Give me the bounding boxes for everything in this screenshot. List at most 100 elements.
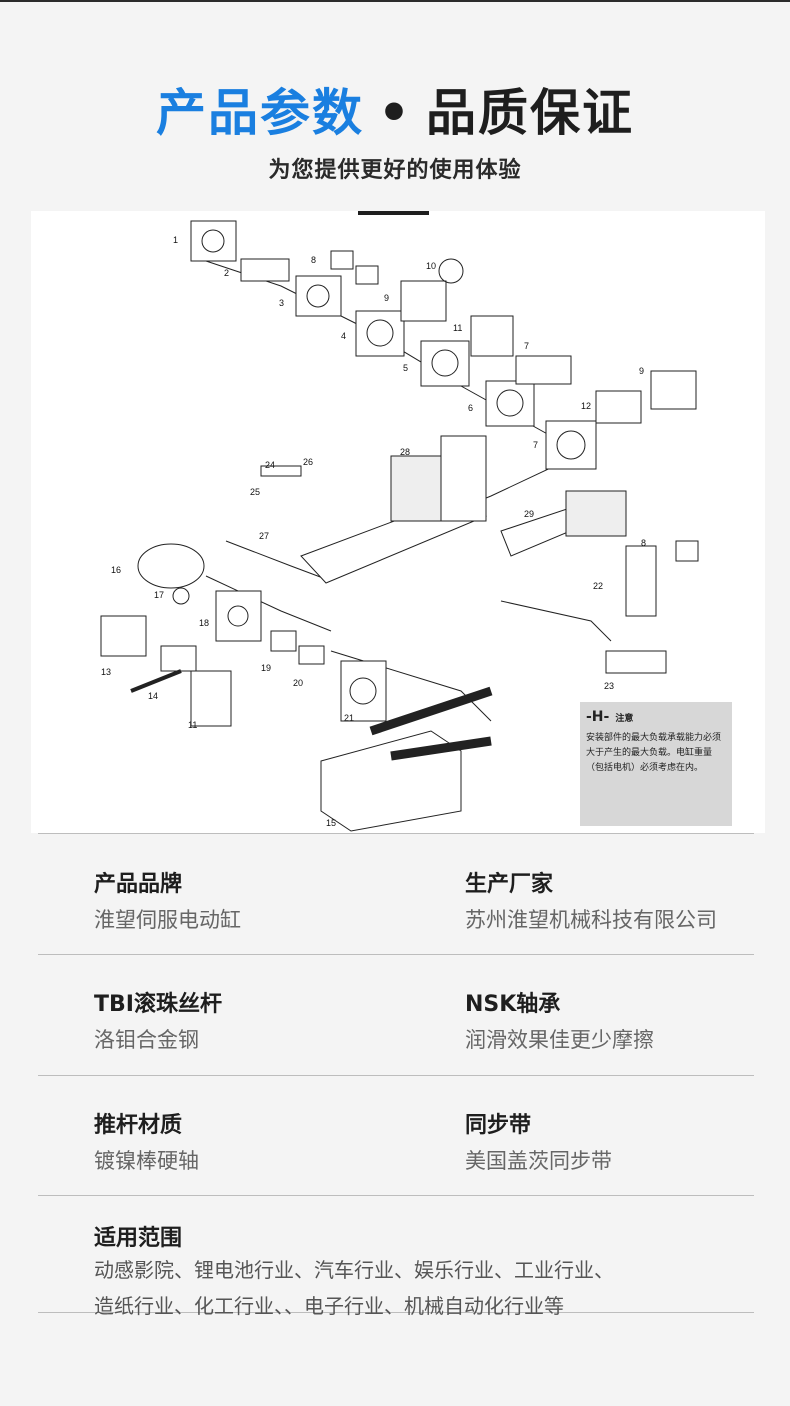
exploded-parts-diagram: 1 2 3 8 9 10 4 11 5 7 9 6 12 7 28 24 26 … xyxy=(31,211,765,833)
spec-label: 同步带 xyxy=(465,1113,532,1138)
part-label: 20 xyxy=(293,678,303,688)
spec-value: 淮望伺服电动缸 xyxy=(94,908,241,932)
spec-value: 镀镍棒硬轴 xyxy=(94,1149,199,1173)
part-15-block xyxy=(320,730,462,832)
part-label: 10 xyxy=(426,261,436,271)
part-7a-shape xyxy=(515,355,572,385)
spec-timing-belt: 同步带 美国盖茨同步带 xyxy=(465,1107,612,1175)
part-label: 2 xyxy=(224,268,229,278)
spec-value: 润滑效果佳更少摩擦 xyxy=(465,1028,654,1052)
part-label: 8 xyxy=(641,538,646,548)
part-17-shape xyxy=(172,587,190,605)
part-19-shape xyxy=(270,630,297,652)
part-label: 13 xyxy=(101,667,111,677)
part-label: 7 xyxy=(533,440,538,450)
part-label: 3 xyxy=(279,298,284,308)
note-heading-small: 注意 xyxy=(615,714,634,724)
part-18-shape xyxy=(215,590,262,642)
part-1-shape xyxy=(190,220,237,262)
note-heading: -H- 注意 xyxy=(586,710,726,727)
part-label: 19 xyxy=(261,663,271,673)
part-label: 9 xyxy=(384,293,389,303)
part-11b-shape xyxy=(190,670,232,727)
part-label: 5 xyxy=(403,363,408,373)
part-6-shape xyxy=(485,380,535,427)
part-label: 8 xyxy=(311,255,316,265)
title-dot: • xyxy=(378,84,412,142)
page-subtitle: 为您提供更好的使用体验 xyxy=(268,158,522,183)
part-label: 7 xyxy=(524,341,529,351)
part-29-motor xyxy=(565,490,627,537)
part-label: 15 xyxy=(326,818,336,828)
part-21-shape xyxy=(340,660,387,722)
part-label: 6 xyxy=(468,403,473,413)
part-label: 4 xyxy=(341,331,346,341)
part-label: 26 xyxy=(303,457,313,467)
spec-value: 洛钼合金钢 xyxy=(94,1028,199,1052)
spec-divider xyxy=(38,833,754,834)
part-label: 29 xyxy=(524,509,534,519)
spec-divider xyxy=(38,954,754,955)
note-text: 安装部件的最大负载承载能力必须大于产生的最大负载。电缸重量（包括电机）必须考虑在… xyxy=(586,733,722,773)
spec-label: TBI滚珠丝杆 xyxy=(94,992,222,1017)
spec-label: 产品品牌 xyxy=(94,872,183,897)
part-12-shape xyxy=(595,390,642,424)
guide-line-left xyxy=(225,540,332,582)
diagram-drawing: 1 2 3 8 9 10 4 11 5 7 9 6 12 7 28 24 26 … xyxy=(100,220,699,832)
spec-label: 生产厂家 xyxy=(465,872,554,897)
spec-divider xyxy=(38,1075,754,1076)
spec-value: 苏州淮望机械科技有限公司 xyxy=(465,908,717,932)
part-label: 27 xyxy=(259,531,269,541)
spec-divider xyxy=(38,1312,754,1313)
spec-label: 推杆材质 xyxy=(94,1113,183,1138)
part-7b-shape xyxy=(545,420,597,470)
title-dark-part: 品质保证 xyxy=(425,84,634,142)
part-4-shape xyxy=(355,310,405,357)
part-20-shape xyxy=(298,645,325,665)
part-10-shape xyxy=(400,280,447,322)
spec-manufacturer: 生产厂家 苏州淮望机械科技有限公司 xyxy=(465,866,717,934)
title-blue-part: 产品参数 xyxy=(156,84,365,142)
top-rule xyxy=(0,0,790,2)
part-5-shape xyxy=(420,340,470,387)
part-24-26-shape xyxy=(260,465,302,477)
part-label: 18 xyxy=(199,618,209,628)
range-line-2: 造纸行业、化工行业、、电子行业、机械自动化行业等 xyxy=(94,1294,564,1318)
guide-line-left2 xyxy=(205,575,332,632)
installation-note-box: -H- 注意 安装部件的最大负载承载能力必须大于产生的最大负载。电缸重量（包括电机… xyxy=(580,702,732,826)
spec-bearing: NSK轴承 润滑效果佳更少摩擦 xyxy=(465,986,654,1054)
part-label: 25 xyxy=(250,487,260,497)
part-label: 14 xyxy=(148,691,158,701)
part-label: 28 xyxy=(400,447,410,457)
part-label: 24 xyxy=(265,460,275,470)
part-8c-shape xyxy=(675,540,699,562)
part-label: 16 xyxy=(111,565,121,575)
spec-label: NSK轴承 xyxy=(465,992,561,1017)
application-range: 适用范围 动感影院、锂电池行业、汽车行业、娱乐行业、工业行业、 造纸行业、化工行… xyxy=(94,1220,774,1324)
part-13-shape xyxy=(100,615,147,657)
spec-divider xyxy=(38,1195,754,1196)
part-label: 1 xyxy=(173,235,178,245)
part-2-shape xyxy=(240,258,290,282)
part-9b-shape xyxy=(650,370,697,410)
part-22-shape xyxy=(625,545,657,617)
range-label: 适用范围 xyxy=(94,1226,183,1251)
part-8b-shape xyxy=(355,265,379,285)
spec-value: 美国盖茨同步带 xyxy=(465,1149,612,1173)
part-label: 22 xyxy=(593,581,603,591)
part-16-bellows xyxy=(137,543,205,589)
note-heading-text: -H- xyxy=(586,709,610,725)
spec-brand: 产品品牌 淮望伺服电动缸 xyxy=(94,866,241,934)
part-label: 23 xyxy=(604,681,614,691)
guide-line-right xyxy=(500,600,612,642)
part-label: 21 xyxy=(344,713,354,723)
range-line-1: 动感影院、锂电池行业、汽车行业、娱乐行业、工业行业、 xyxy=(94,1258,614,1282)
part-label: 9 xyxy=(639,366,644,376)
spec-rod-material: 推杆材质 镀镍棒硬轴 xyxy=(94,1107,199,1175)
part-label: 12 xyxy=(581,401,591,411)
part-23-shape xyxy=(605,650,667,674)
part-8a-shape xyxy=(330,250,354,270)
part-label: 11 xyxy=(188,720,197,730)
part-14-rod xyxy=(130,669,182,693)
spec-ballscrew: TBI滚珠丝杆 洛钼合金钢 xyxy=(94,986,222,1054)
